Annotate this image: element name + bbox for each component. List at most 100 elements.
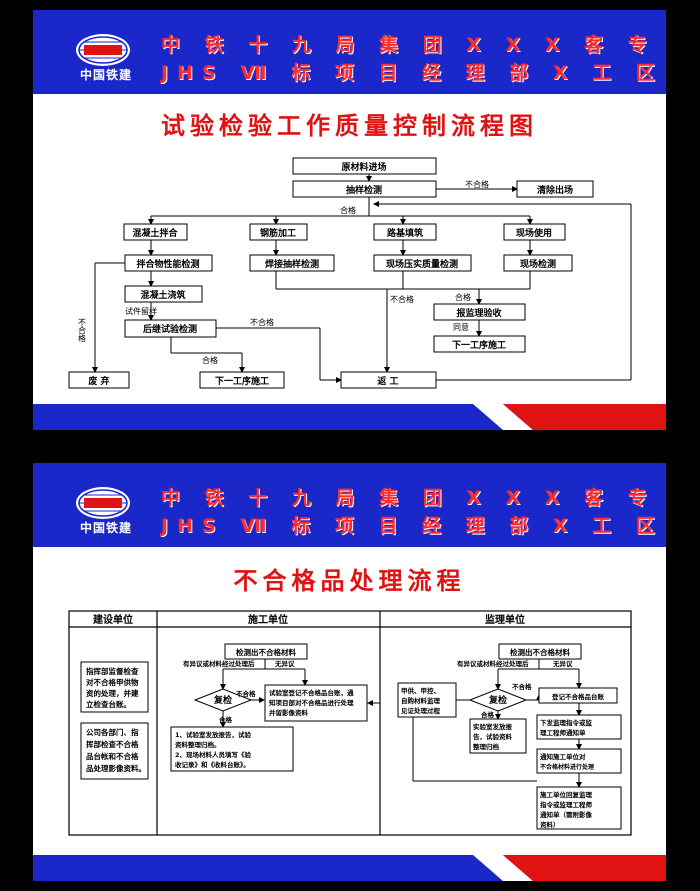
swimlane-table [68,610,632,836]
header-line-2: JHS Ⅶ 标 项 目 经 理 部 X 工 区 实 验 室 [161,515,666,537]
supervisor-objection-label: 有异议或材料经过处理后 [457,659,529,668]
supervisor-register [538,687,618,704]
column-owner: 建设单位 [92,613,133,626]
contractor-recheck-label: 复检 [213,694,232,706]
node-field-test [503,254,573,272]
supervisor-lab-report [469,718,527,754]
supervisor-party-text: 自购材料监理 [401,696,441,705]
label-use: 现场使用 [516,227,552,239]
label-raw: 原材料进场 [341,161,386,173]
footer-band-2 [33,855,666,881]
contractor-report-text: 1、试验室发放报告，试验 [175,730,252,739]
owner-text: 品处理影像资料。 [86,763,146,773]
contractor-register [264,684,368,722]
edge-fail-right: 不合格 [390,294,414,304]
nonconforming-flowchart: 建设单位 施工单位 监理单位 指挥部监督检查 对不合格甲供物 资的处理，并建 立… [68,610,632,836]
edge-fail-clear: 不合格 [465,179,489,189]
supervisor-pass-label: 合格 [480,710,495,719]
node-compaction-test [373,254,472,272]
supervisor-lab-text: 整理归档 [473,742,500,751]
supervisor-fail-label: 不合格 [512,682,532,691]
label-scrap: 废 弃 [88,375,109,387]
board-header-2: 中国铁建 中 铁 十 九 局 集 团 X X X 客 专 JHS Ⅶ 标 项 目… [33,463,666,547]
supervisor-recheck-diamond [468,688,528,712]
node-roadbed [373,223,437,241]
owner-box-2 [80,722,149,780]
edge-pass-right: 合格 [455,292,471,302]
node-concrete-mixing [123,223,188,241]
column-contractor: 施工单位 [248,613,288,626]
header-line-1: 中 铁 十 九 局 集 团 X X X 客 专 [161,34,656,56]
label-fieldtest: 现场检测 [520,258,556,270]
edge-pass-next: 合格 [202,355,218,365]
supervisor-register-label: 登记不合格品台账 [551,692,605,701]
supervisor-notice-2 [536,748,622,774]
node-next-process-right [433,335,526,353]
label-compaction: 现场压实质量检测 [386,258,458,270]
contractor-register-text: 试验室登记不合格品台账，通 [269,688,354,697]
node-clear [516,180,594,198]
edge-pass: 合格 [340,205,356,215]
board-header: 中国铁建 中 铁 十 九 局 集 团 X X X 客 专 JHS Ⅶ 标 项 目… [33,10,666,94]
node-mix-test [124,254,213,272]
supervisor-notice-text: 理工程师通知单 [540,728,586,737]
supervisor-notice-text: 通知单（需附影像 [540,810,593,819]
node-scrap [68,371,130,389]
company-name: 中国铁建 [79,521,132,535]
supervisor-party-box [397,682,457,718]
column-supervisor: 监理单位 [485,613,525,626]
node-raw-material [292,157,437,175]
quality-control-board: 中国铁建 中 铁 十 九 局 集 团 X X X 客 专 JHS Ⅶ 标 项 目… [33,10,666,430]
contractor-report [170,726,294,772]
contractor-register-text: 并留影像资料 [269,708,309,717]
flowchart: 原材料进场 抽样检测 清除出场 混凝土拌合 钢筋加工 路基填筑 现场使用 拌合物… [68,157,632,389]
footer-band [33,404,666,430]
node-rework [340,371,437,389]
page-title-2: 不合格品处理流程 [233,567,466,595]
contractor-no-objection-label: 无异议 [274,659,295,668]
label-pour: 混凝土浇筑 [140,289,185,301]
supervisor-lab-text: 实验室发放报 [473,722,513,731]
node-next-process [199,371,285,389]
contractor-detect [224,643,308,660]
header-line-1: 中 铁 十 九 局 集 团 X X X 客 专 [161,487,656,509]
supervisor-notice-text: 施工单位回复监理 [540,790,593,799]
contractor-detect-label: 检测出不合格材料 [236,647,296,657]
owner-text: 对不合格甲供物 [86,677,139,687]
label-sampling: 抽样检测 [346,184,382,196]
label-weld: 焊接抽样检测 [265,258,319,270]
company-name: 中国铁建 [79,68,132,82]
label-mixtest: 拌合物性能检测 [136,258,199,270]
node-sampling [292,180,437,198]
edge-fail-rework: 不合格 [250,317,274,327]
supervisor-detect-label: 检测出不合格材料 [510,647,570,657]
supervisor-notice-text: 下发监理指令或监 [540,718,593,727]
contractor-pass-label: 合格 [218,715,233,724]
supervisor-notice-3 [536,786,622,830]
node-field-use [503,223,566,241]
node-weld-test [249,254,335,272]
owner-text: 立检查台账。 [86,699,131,709]
supervisor-party-text: 见证处理过程 [401,706,441,715]
page-title: 试验检验工作质量控制流程图 [161,112,538,140]
contractor-report-text: 资料整理归档。 [175,740,221,749]
nonconforming-board: 中国铁建 中 铁 十 九 局 集 团 X X X 客 专 JHS Ⅶ 标 项 目… [33,463,666,881]
crcc-logo-icon [76,34,130,66]
node-pour [124,285,203,303]
edge-specimen: 试件留样 [125,306,157,316]
owner-text: 资的处理，并建 [86,688,139,698]
owner-text: 指挥部监督检查 [86,666,139,676]
node-rebar [249,223,308,241]
contractor-objection-label: 有异议或材料经过处理后 [183,659,255,668]
owner-text: 品台帐和不合格 [86,751,139,761]
label-roadbed: 路基填筑 [387,227,423,239]
owner-box-1 [80,661,149,713]
label-rework: 返 工 [377,375,398,387]
header-line-2: JHS Ⅶ 标 项 目 经 理 部 X 工 区 实 验 室 [161,62,666,84]
owner-text: 公司各部门、指 [86,727,139,737]
label-supervise: 报监理验收 [456,307,501,319]
contractor-register-text: 知项目部对不合格品进行处理 [269,698,354,707]
supervisor-party-text: 甲供、甲控、 [401,686,440,695]
supervisor-notice-text: 通知施工单位对 [540,752,586,761]
supervisor-recheck-label: 复检 [488,694,507,706]
